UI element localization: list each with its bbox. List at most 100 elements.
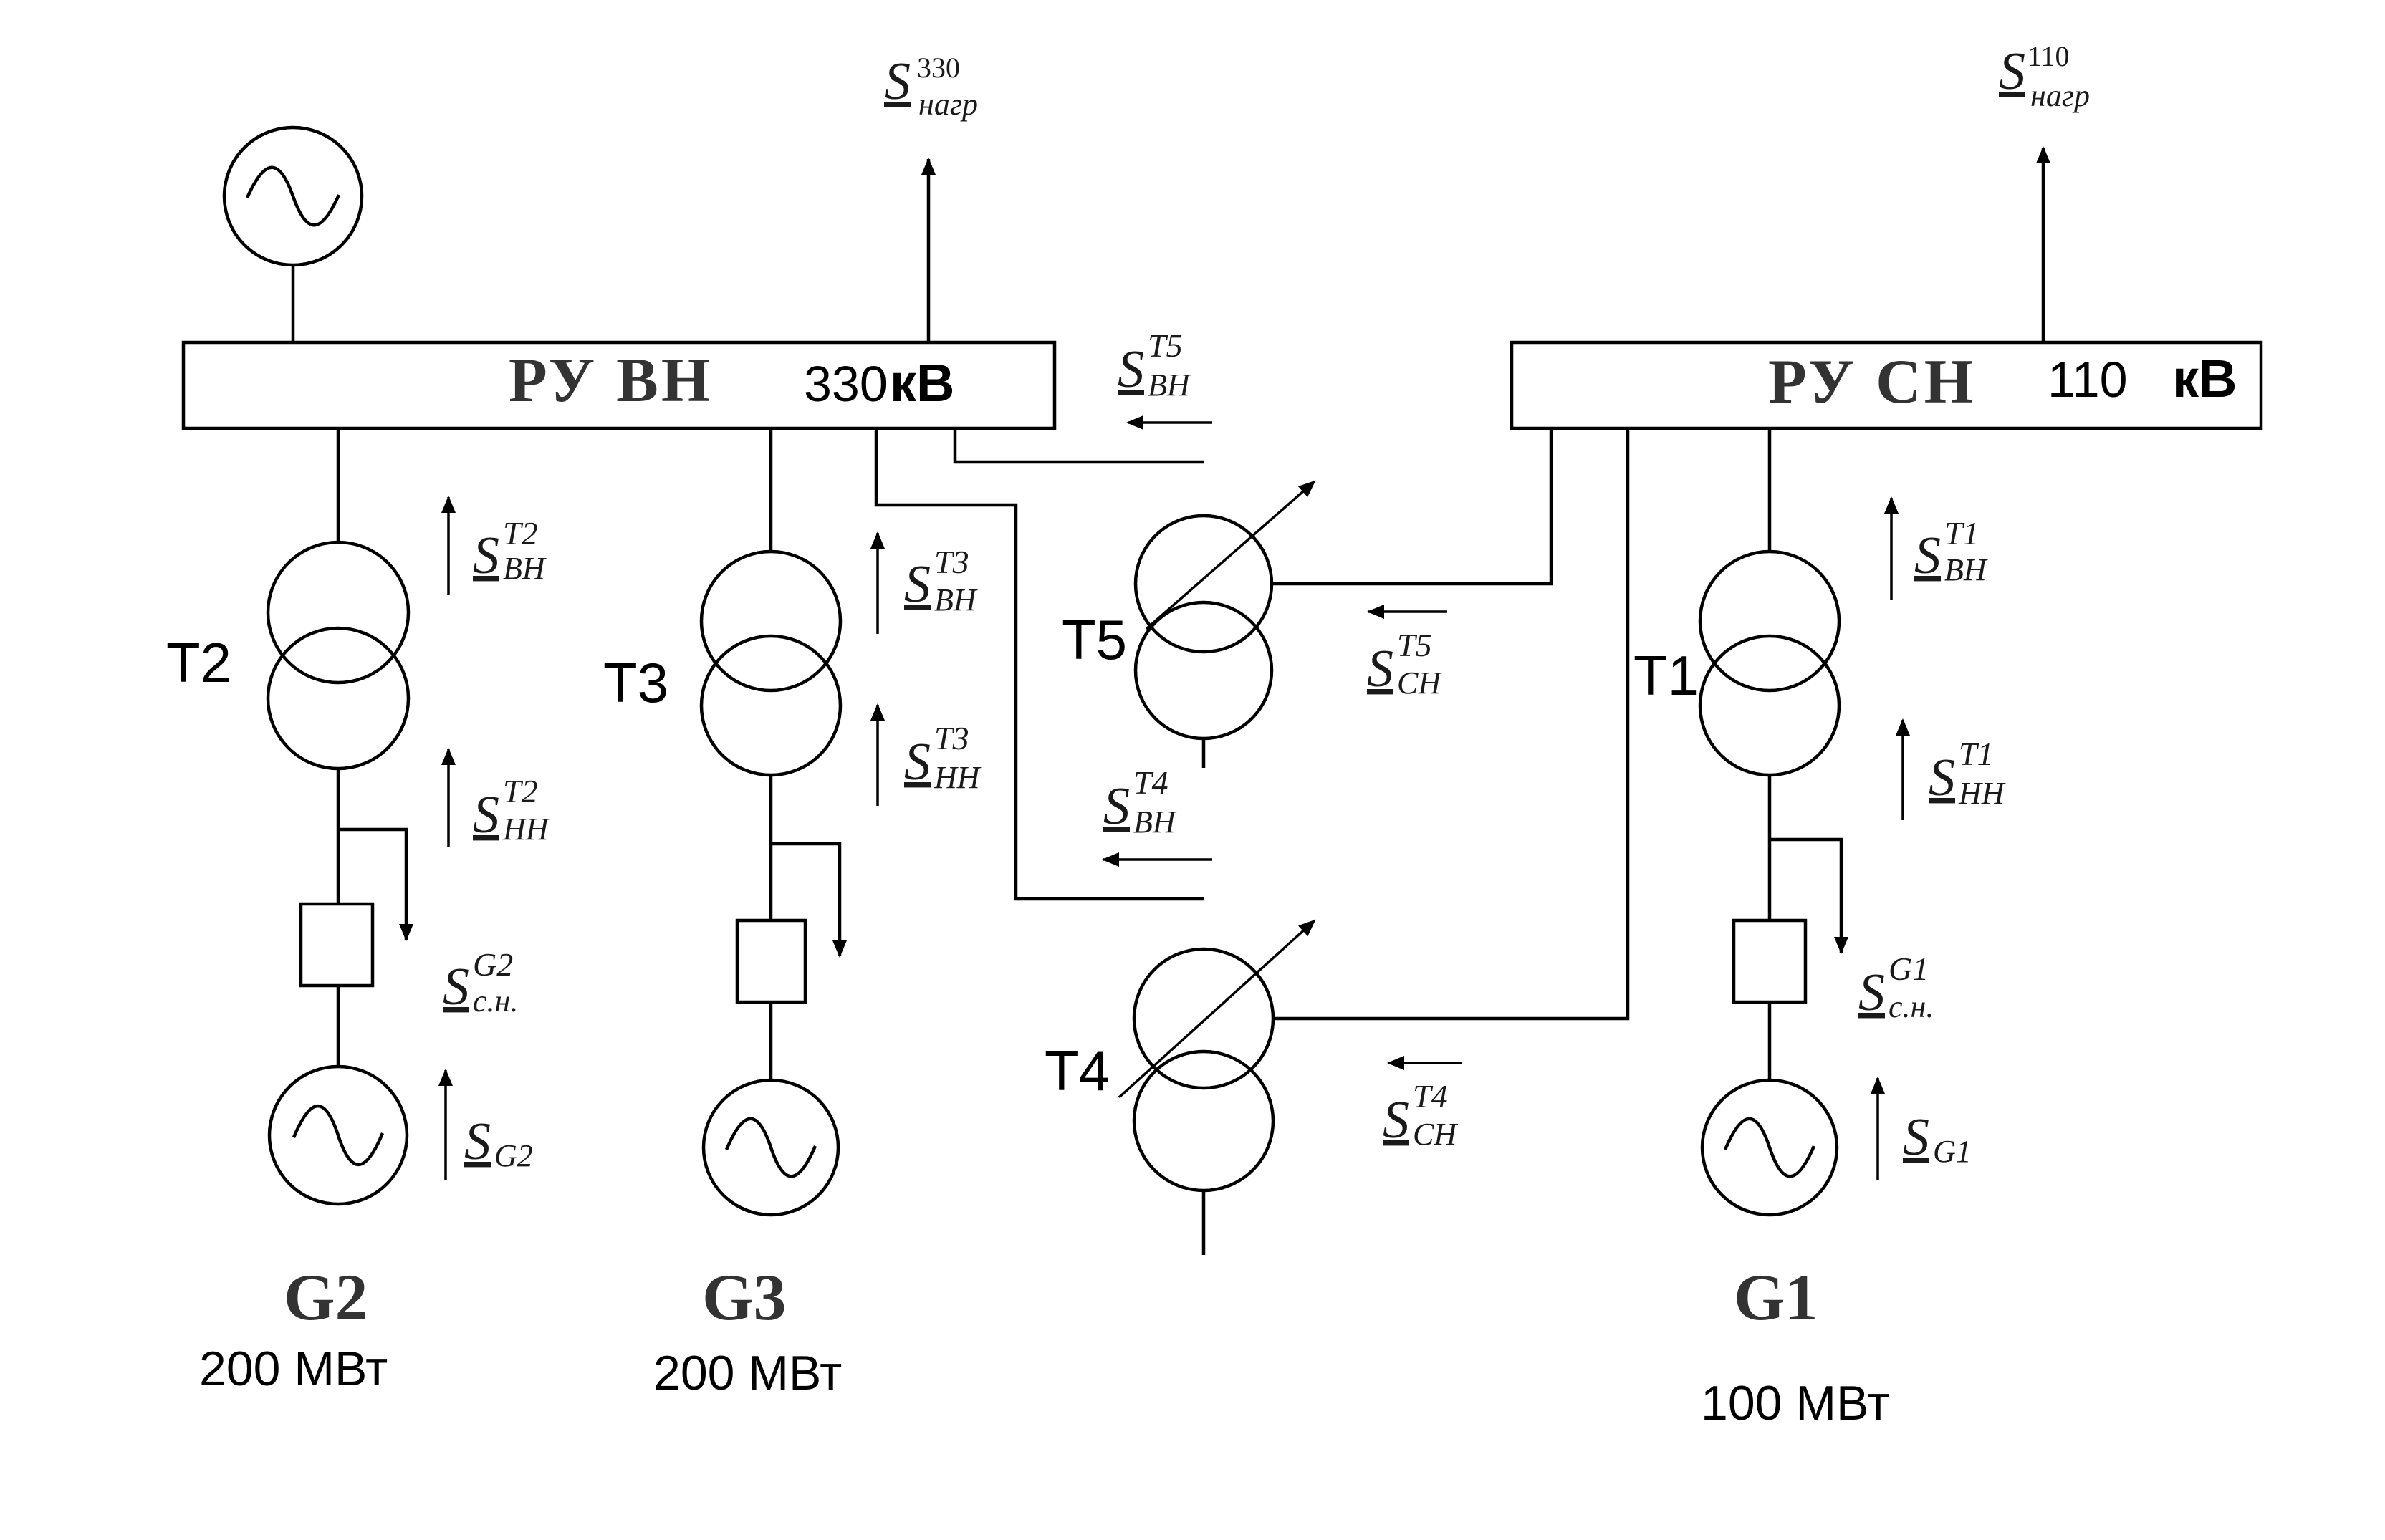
svg-text:ВН: ВН — [503, 551, 547, 586]
generator-g1-icon — [1700, 1078, 1839, 1217]
busbar-hv-name: РУ ВН — [509, 346, 713, 415]
transformer-t2-lv-winding — [266, 626, 411, 771]
svg-text:S: S — [473, 786, 499, 844]
g3-breaker — [735, 918, 807, 1004]
svg-text:S: S — [1903, 1108, 1929, 1167]
transformer-t3-lv-winding — [699, 634, 843, 777]
svg-text:T1: T1 — [1959, 736, 1994, 772]
flow-labels: S T2 ВН S T2 НН S G2 с.н. S G2 S T3 ВН S — [443, 327, 2006, 1173]
branch-t3-g3: T3 G3 200 МВт — [603, 428, 847, 1400]
label-t3-nn: S T3 НН — [904, 720, 982, 795]
svg-text:с.н.: с.н. — [473, 983, 518, 1019]
transformer-t1-hv-winding — [1698, 549, 1841, 693]
svg-text:G2: G2 — [494, 1138, 533, 1173]
svg-text:S: S — [443, 958, 469, 1016]
load-mv: S 110 нагр — [1999, 40, 2090, 342]
generator-g2-icon — [267, 1064, 409, 1206]
branch-t2-g2: T2 G2 200 МВт — [166, 428, 413, 1396]
svg-text:T5: T5 — [1397, 627, 1432, 663]
svg-text:S: S — [464, 1112, 491, 1171]
transformer-t3-label: T3 — [603, 651, 668, 714]
svg-text:T4: T4 — [1413, 1078, 1448, 1115]
generator-g1-power: 100 МВт — [1701, 1376, 1889, 1430]
busbar-mv: РУ СН 110 кВ — [1510, 340, 2263, 430]
transformer-t4: T4 — [874, 428, 1630, 1255]
label-g1: S G1 — [1903, 1108, 1972, 1169]
load-mv-sup: 110 — [2028, 40, 2070, 72]
transformer-t4-lv-winding — [1132, 1049, 1275, 1193]
svg-text:T1: T1 — [1944, 515, 1979, 552]
svg-text:НН: НН — [502, 812, 550, 847]
svg-text:S: S — [1858, 963, 1885, 1022]
load-mv-sub: нагр — [2030, 78, 2090, 113]
busbar-hv-unit: кВ — [890, 353, 954, 413]
transformer-t1-lv-winding — [1698, 634, 1841, 777]
svg-text:S: S — [1118, 340, 1144, 399]
generator-g3-name: G3 — [702, 1261, 787, 1334]
busbar-mv-unit: кВ — [2172, 349, 2237, 408]
generator-g1-name: G1 — [1734, 1261, 1818, 1334]
svg-text:T4: T4 — [1133, 764, 1168, 801]
busbar-hv: РУ ВН 330 кВ — [181, 340, 1057, 430]
label-t1-nn: S T1 НН — [1929, 736, 2006, 811]
svg-text:T5: T5 — [1148, 327, 1183, 364]
label-t2-vn: S T2 ВН — [473, 515, 547, 586]
branch-t1-g1: T1 G1 100 МВт — [1633, 428, 1889, 1430]
label-t5-vn: S T5 ВН — [1118, 327, 1191, 403]
svg-text:T2: T2 — [503, 773, 538, 809]
transformer-t1-label: T1 — [1633, 644, 1699, 707]
svg-text:S: S — [1367, 640, 1393, 698]
transformer-t4-label: T4 — [1045, 1039, 1110, 1102]
transformer-t5-label: T5 — [1062, 608, 1127, 671]
svg-text:ВН: ВН — [1133, 804, 1177, 839]
svg-text:НН: НН — [1958, 776, 2006, 811]
load-hv-sup: 330 — [917, 52, 960, 84]
svg-text:G2: G2 — [473, 946, 513, 983]
busbar-hv-voltage: 330 — [804, 356, 888, 412]
g1-breaker — [1732, 918, 1808, 1004]
svg-text:G1: G1 — [1889, 951, 1929, 987]
load-hv-sub: нагр — [918, 87, 978, 122]
svg-text:T3: T3 — [934, 544, 969, 580]
svg-text:СН: СН — [1413, 1117, 1458, 1152]
label-g2-sn: S G2 с.н. — [443, 946, 518, 1019]
svg-text:T3: T3 — [934, 720, 969, 756]
g2-breaker — [299, 902, 375, 988]
generator-g3-power: 200 МВт — [653, 1346, 842, 1400]
busbar-mv-name: РУ СН — [1768, 347, 1976, 417]
label-t4-vn: S T4 ВН — [1103, 764, 1177, 839]
generator-g3-icon — [701, 1078, 840, 1217]
generator-g2-name: G2 — [284, 1261, 368, 1334]
label-t4-sn: S T4 СН — [1383, 1078, 1458, 1152]
svg-text:S: S — [904, 555, 931, 614]
flow-arrows — [438, 415, 1910, 1180]
svg-text:с.н.: с.н. — [1889, 989, 1934, 1024]
svg-text:ВН: ВН — [934, 582, 978, 617]
transformer-t5: T5 — [953, 428, 1553, 768]
svg-text:ВН: ВН — [1944, 552, 1988, 587]
load-mv-symbol: S — [1999, 42, 2025, 101]
svg-text:S: S — [1929, 749, 1955, 807]
transformer-t2-hv-winding — [266, 540, 411, 685]
svg-text:G1: G1 — [1933, 1134, 1972, 1169]
label-g1-sn: S G1 с.н. — [1858, 951, 1934, 1024]
transformer-t2-label: T2 — [166, 631, 231, 694]
transformer-t3-hv-winding — [699, 549, 843, 693]
generator-g2-power: 200 МВт — [199, 1342, 388, 1396]
svg-text:S: S — [473, 526, 499, 585]
transformer-t4-hv-winding — [1132, 947, 1275, 1090]
svg-text:S: S — [904, 733, 931, 791]
svg-text:S: S — [1914, 526, 1941, 585]
svg-text:S: S — [1103, 777, 1130, 836]
label-t3-vn: S T3 ВН — [904, 544, 978, 617]
svg-text:ВН: ВН — [1148, 367, 1191, 403]
svg-text:НН: НН — [934, 760, 982, 795]
svg-text:S: S — [1383, 1091, 1409, 1150]
busbar-mv-voltage: 110 — [2048, 352, 2128, 408]
svg-text:T2: T2 — [503, 515, 538, 552]
label-g2: S G2 — [464, 1112, 533, 1173]
load-hv-symbol: S — [884, 52, 911, 111]
label-t1-vn: S T1 ВН — [1914, 515, 1988, 587]
transformer-t5-lv-winding — [1133, 600, 1274, 741]
